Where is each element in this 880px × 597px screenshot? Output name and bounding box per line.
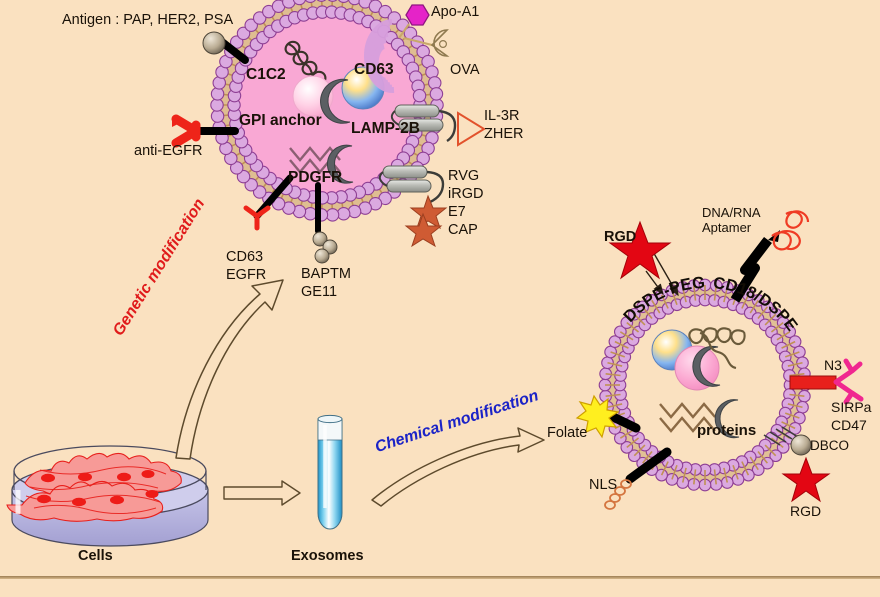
nls-ligand — [604, 447, 672, 510]
baptm-ge11-ligand — [312, 182, 338, 264]
apo-a1-label: Apo-A1 — [431, 4, 480, 20]
gpi-anchor-label: GPI anchor — [239, 112, 322, 129]
arrow-genetic-modification — [175, 279, 284, 460]
e7-label: E7 — [448, 204, 466, 220]
irgd-label: iRGD — [448, 186, 484, 202]
exosome-tube — [317, 414, 343, 530]
folate-label: Folate — [547, 425, 588, 441]
rvg-irgd-e7-cap-helices — [378, 165, 448, 248]
ova-ligand — [403, 29, 450, 57]
dna-rna-aptamer-ligand — [730, 210, 810, 303]
cd47-label: CD47 — [831, 417, 867, 433]
aptamer-label: Aptamer — [702, 220, 752, 235]
lamp2b-helices-upper — [390, 104, 457, 143]
c1c2-label: C1C2 — [246, 66, 286, 83]
anti-egfr-antibody — [171, 114, 239, 148]
apo-a1-ligand — [398, 4, 430, 39]
dbco-rgd-ligand — [763, 426, 831, 503]
rgd-bottom-label: RGD — [790, 503, 822, 519]
cd63-egfr-antibody — [243, 174, 294, 231]
cap-label: CAP — [448, 222, 478, 238]
cd63-outer-label: CD63 — [226, 249, 264, 265]
nls-label: NLS — [589, 477, 618, 493]
cells-label: Cells — [78, 548, 113, 564]
bottom-divider — [0, 576, 880, 579]
il3r-label: IL-3R — [484, 108, 520, 124]
lamp2b-label: LAMP-2B — [351, 120, 420, 137]
ge11-label: GE11 — [301, 284, 338, 300]
exosomes-label: Exosomes — [291, 548, 364, 564]
n3-sirpa-cd47-ligand — [789, 358, 864, 405]
zher-label: ZHER — [484, 126, 524, 142]
n3-label: N3 — [824, 357, 842, 373]
rgd-top-label: RGD — [604, 229, 637, 245]
cd63-label: CD63 — [354, 61, 394, 78]
anti-egfr-label: anti-EGFR — [134, 143, 203, 159]
dbco-label: DBCO — [810, 438, 850, 453]
egfr-outer-label: EGFR — [226, 267, 267, 283]
pdgfr-label: PDGFR — [288, 169, 343, 186]
il3r-zher-triangle — [457, 111, 486, 147]
petri-dish-cells — [6, 445, 209, 547]
rvg-label: RVG — [448, 168, 480, 184]
folate-ligand — [575, 394, 641, 439]
baptm-label: BAPTM — [301, 266, 351, 282]
ova-label: OVA — [450, 62, 480, 78]
antigen-label: Antigen : PAP, HER2, PSA — [62, 12, 234, 28]
bottom-exosome — [575, 210, 864, 510]
top-exosome — [171, 0, 486, 264]
arrow-chemical-modification — [371, 427, 545, 507]
antigen-ligand — [202, 31, 249, 64]
cd63-membrane-invagination — [364, 19, 395, 94]
dspe-peg-pointer — [645, 270, 664, 296]
proteins-label: proteins — [697, 422, 757, 439]
dna-rna-label: DNA/RNA — [702, 205, 761, 220]
arrow-cells-to-exosomes — [223, 480, 301, 506]
cell-monolayer — [6, 452, 182, 522]
rgd-top-ligand — [608, 220, 679, 297]
sirpa-label: SIRPa — [831, 399, 872, 415]
